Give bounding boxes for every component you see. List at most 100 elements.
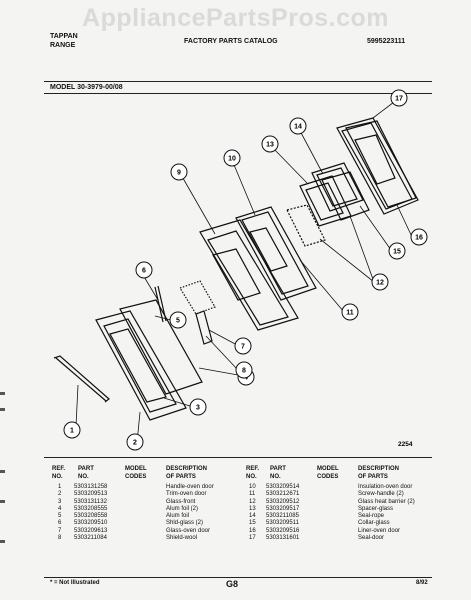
callout-2: 2 [126,433,144,451]
part-description: Handle-oven door [166,484,214,490]
ref-number: 17 [249,535,256,542]
part-number: 5303209511 [266,520,299,527]
svg-text:12: 12 [376,280,384,287]
svg-text:6: 6 [142,268,146,275]
svg-text:7: 7 [241,344,245,351]
svg-text:10: 10 [228,156,236,163]
callout-5: 5 [169,311,187,329]
svg-text:13: 13 [266,142,274,149]
header-rule [44,81,432,82]
svg-text:3: 3 [196,405,200,412]
callout-13: 13 [261,135,279,153]
table-row: 15 5303209511 Collar-glass [244,520,444,527]
part-inner-panel [199,219,299,331]
ref-number: 11 [249,491,256,498]
callout-10: 10 [223,149,241,167]
part-description: Trim-oven door [166,491,207,498]
table-header: REF. NO. PART NO. MODEL CODES DESCRIPTIO… [50,466,240,484]
binding-mark [0,500,5,503]
catalog-number: 5995223111 [367,38,406,45]
watermark: AppliancePartsPros.com [82,4,389,32]
part-spacer-glass [299,175,352,227]
callout-6: 6 [135,261,153,279]
brand-line-2: RANGE [50,42,76,49]
header-description: OF PARTS [358,473,388,480]
part-number: 5303211085 [266,513,299,520]
ref-number: 12 [249,498,256,505]
ref-number: 5 [58,513,62,520]
header-ref: NO. [52,473,63,480]
ref-number: 7 [58,527,62,534]
part-description: Collar-glass [358,520,390,527]
part-description: Glass-oven door [166,527,211,534]
header-part: NO. [78,473,89,480]
callout-9: 9 [170,163,188,181]
part-number: 5303209516 [266,527,300,534]
callout-12: 12 [371,273,389,291]
part-trim-oven-door [95,310,187,421]
header-part: NO. [270,473,281,480]
part-number: 5303208555 [74,505,108,512]
part-seal-door [336,117,419,215]
svg-text:17: 17 [395,96,403,103]
callout-17: 17 [390,89,408,107]
ref-number: 8 [58,535,62,542]
svg-text:14: 14 [294,124,302,131]
part-description: Alum foil (2) [166,505,199,512]
header-model: MODEL [125,466,147,472]
parts-table-left: REF. NO. PART NO. MODEL CODES DESCRIPTIO… [50,466,240,542]
part-number: 5303211084 [74,535,107,542]
part-description: Screw-handle (2) [358,491,404,498]
callout-14: 14 [289,117,307,135]
parts-table-right: REF. NO. PART NO. MODEL CODES DESCRIPTIO… [244,466,444,542]
part-number: 5303208558 [74,513,108,520]
part-insulation-oven-door [235,206,317,301]
part-number: 5303131258 [74,484,108,490]
svg-text:9: 9 [177,170,181,177]
svg-text:15: 15 [393,249,401,256]
part-number: 5303209517 [266,505,300,512]
page-code: G8 [226,579,239,589]
svg-text:1: 1 [70,428,74,435]
part-collar-glass [321,171,370,221]
table-top-rule [44,457,432,458]
ref-number: 16 [249,527,256,534]
header-description: DESCRIPTION [166,466,208,472]
part-number: 5303209510 [74,520,108,527]
part-number: 5303209512 [266,498,300,505]
header-model: MODEL [317,466,339,472]
callout-16: 16 [410,228,428,246]
svg-text:16: 16 [415,235,423,242]
part-number: 5303131601 [266,535,300,542]
table-row: 17 5303131601 Seal-door [244,535,444,542]
figure-number: 2254 [398,441,413,448]
callout-11: 11 [341,303,359,321]
binding-mark [0,408,5,411]
header-model: CODES [125,473,147,480]
ref-number: 15 [249,520,256,527]
callout-8: 8 [235,361,253,379]
table-header: REF. NO. PART NO. MODEL CODES DESCRIPTIO… [244,466,444,484]
header-ref: REF. [246,466,260,472]
part-number: 5303212671 [266,491,300,498]
ref-number: 14 [249,513,256,520]
part-description: Glass-front [166,498,196,505]
binding-mark [0,392,5,395]
ref-number: 3 [58,498,62,505]
callout-1: 1 [63,421,81,439]
part-description: Seal-door [358,535,385,542]
header-part: PART [78,466,94,472]
footnote: * = Not Illustrated [50,580,100,586]
part-description: Alum foil [166,513,190,520]
